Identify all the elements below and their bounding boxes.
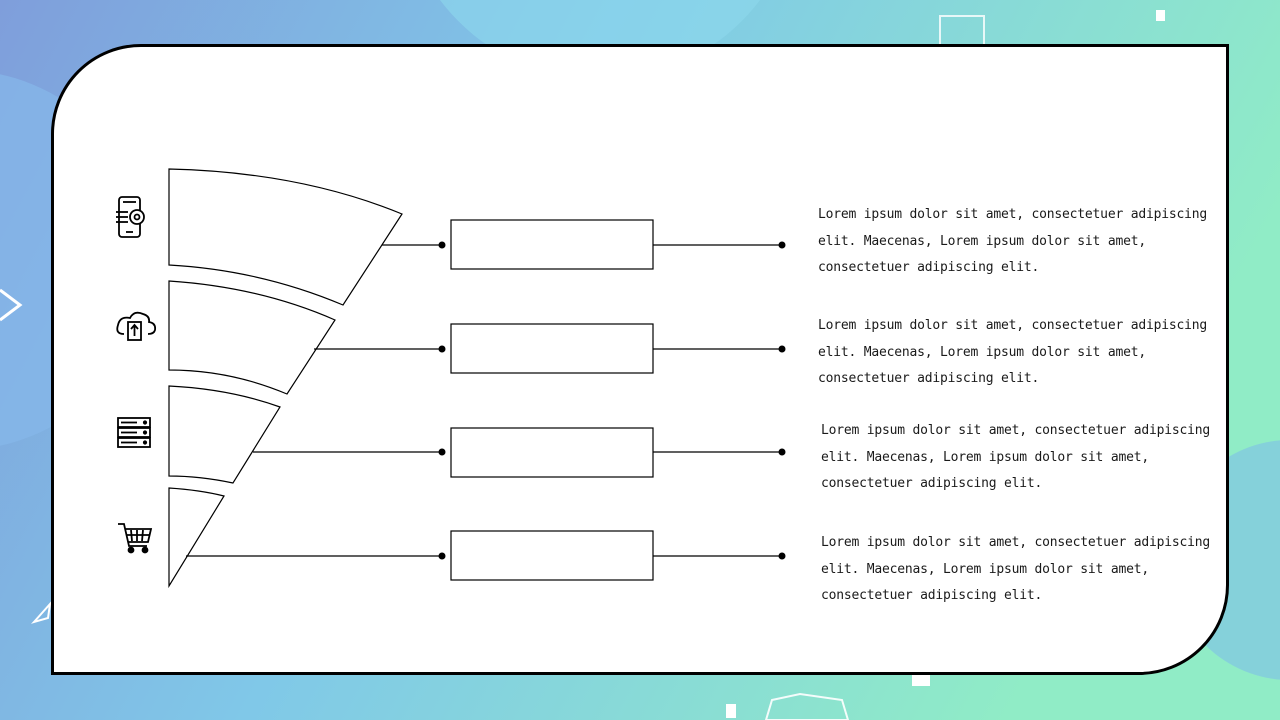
- connector-dot-3b: [778, 448, 786, 456]
- connector-dot-3a: [438, 448, 446, 456]
- connector-dot-2a: [438, 345, 446, 353]
- server-icon: [117, 417, 151, 448]
- connector-dot-1a: [438, 241, 446, 249]
- stage-box-4-label: [451, 531, 653, 581]
- shopping-cart-icon: [118, 523, 153, 554]
- stage-box-1-label: [451, 220, 653, 270]
- bg-dot-top-right: [1156, 10, 1165, 21]
- connector-dot-4a: [438, 552, 446, 560]
- stage-box-2-label: [451, 324, 653, 374]
- funnel-segment-2: [168, 280, 336, 395]
- funnel-segment-4: [168, 487, 225, 589]
- connector-dot-1b: [778, 241, 786, 249]
- stage-box-3-label: [451, 428, 653, 478]
- stage-2-description: Lorem ipsum dolor sit amet, consectetuer…: [818, 318, 1207, 386]
- funnel-segment-1: [168, 168, 403, 306]
- connector-dot-4b: [778, 552, 786, 560]
- bg-chevron-left: [0, 288, 23, 322]
- bg-dot-bottom-2: [726, 704, 736, 718]
- bg-triangle-left: [30, 600, 52, 624]
- funnel-segment-3: [168, 385, 281, 484]
- cloud-upload-icon: [116, 311, 157, 341]
- stage-3-description: Lorem ipsum dolor sit amet, consectetuer…: [821, 423, 1210, 491]
- bg-pentagon-bottom: [764, 692, 850, 720]
- stage-1-description: Lorem ipsum dolor sit amet, consectetuer…: [818, 207, 1207, 275]
- smartphone-gear-icon: [116, 196, 145, 238]
- bg-dot-bottom: [912, 674, 930, 686]
- connector-dot-2b: [778, 345, 786, 353]
- stage-4-description: Lorem ipsum dolor sit amet, consectetuer…: [821, 535, 1210, 603]
